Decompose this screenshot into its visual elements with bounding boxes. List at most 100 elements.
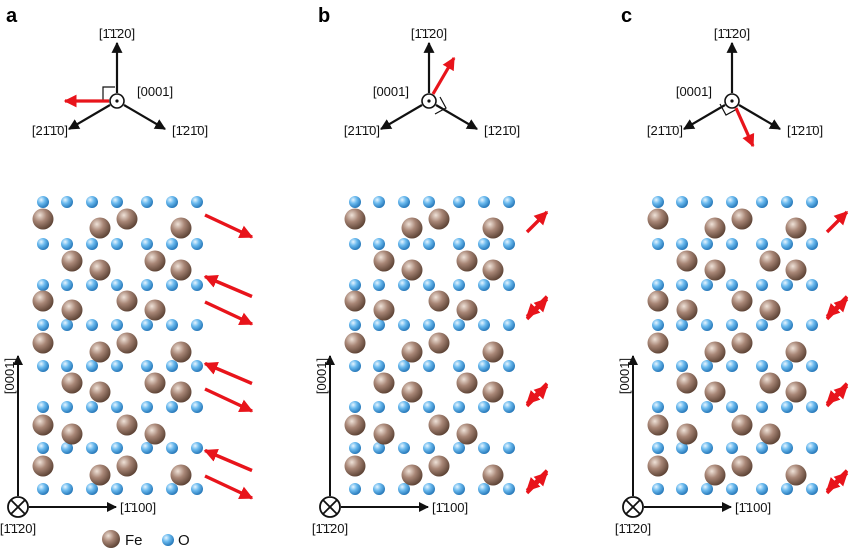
fe-atom — [428, 208, 450, 230]
o-atom — [423, 483, 435, 495]
o-atom — [701, 319, 713, 331]
o-atom — [349, 319, 361, 331]
fe-atom — [61, 250, 83, 272]
o-atom — [423, 360, 435, 372]
o-atom — [349, 401, 361, 413]
dir-label-top: [1̄1̄20] — [714, 26, 750, 41]
o-atom — [781, 360, 793, 372]
o-atom — [111, 442, 123, 454]
fe-atom — [170, 381, 192, 403]
o-atom — [701, 401, 713, 413]
o-atom — [373, 483, 385, 495]
o-atom — [191, 483, 203, 495]
spin-arrow-right — [204, 387, 254, 413]
o-atom — [756, 196, 768, 208]
spin-direction-arrow — [734, 107, 755, 148]
o-atom — [453, 238, 465, 250]
o-atom — [166, 279, 178, 291]
o-atom — [676, 196, 688, 208]
fe-atom — [482, 381, 504, 403]
axis-arrow-right — [435, 104, 478, 130]
o-atom — [37, 483, 49, 495]
o-atom — [701, 483, 713, 495]
fe-atom — [647, 208, 669, 230]
axis-label-origin: [1̄1̄20] — [0, 521, 36, 536]
axis-label-vertical: [0001] — [617, 358, 632, 394]
fe-atom — [731, 332, 753, 354]
fe-atom — [647, 455, 669, 477]
o-atom — [61, 401, 73, 413]
right-angle-mark — [719, 103, 738, 116]
fe-atom — [116, 290, 138, 312]
o-atom — [166, 238, 178, 250]
o-atom — [781, 238, 793, 250]
o-atom — [676, 442, 688, 454]
direction-diagram: [1̄1̄20][21̄1̄0][1̄21̄0][0001] — [647, 26, 823, 148]
o-atom — [373, 238, 385, 250]
fe-atom — [344, 332, 366, 354]
o-atom — [756, 279, 768, 291]
panel-b: b[1̄1̄20][21̄1̄0][1̄21̄0][0001][1̄100][1… — [312, 5, 549, 536]
o-atom — [398, 360, 410, 372]
o-atom — [349, 238, 361, 250]
fe-atom — [482, 464, 504, 486]
o-atom — [349, 442, 361, 454]
o-atom — [398, 279, 410, 291]
o-atom — [86, 442, 98, 454]
o-atom — [478, 401, 490, 413]
o-atom — [373, 279, 385, 291]
o-atom — [37, 196, 49, 208]
fe-atom — [428, 455, 450, 477]
legend-o-atom — [162, 534, 174, 546]
fe-atom — [428, 332, 450, 354]
spin-arrow-up — [525, 471, 549, 495]
o-atom — [141, 319, 153, 331]
o-atom — [166, 483, 178, 495]
o-atom — [652, 196, 664, 208]
o-atom — [806, 360, 818, 372]
spin-arrow-up — [825, 384, 849, 408]
lattice-axes: [1̄100][1̄1̄20][0001] — [0, 355, 156, 536]
o-atom — [756, 483, 768, 495]
fe-atom — [785, 217, 807, 239]
o-atom — [166, 196, 178, 208]
fe-atom — [32, 332, 54, 354]
o-atom — [726, 196, 738, 208]
o-atom — [806, 196, 818, 208]
o-atom — [86, 196, 98, 208]
o-atom — [676, 238, 688, 250]
o-atom — [61, 238, 73, 250]
o-atom — [373, 319, 385, 331]
o-atom — [349, 483, 361, 495]
o-atom — [86, 401, 98, 413]
fe-atom — [401, 217, 423, 239]
o-atom — [398, 401, 410, 413]
o-atom — [191, 319, 203, 331]
o-atom — [423, 442, 435, 454]
panel-label: b — [318, 5, 330, 27]
o-atom — [652, 401, 664, 413]
axis-arrow-right — [738, 104, 781, 130]
dir-label-center: [0001] — [676, 84, 712, 99]
into-plane-cross — [322, 499, 338, 515]
dir-label-top: [1̄1̄20] — [411, 26, 447, 41]
fe-atom — [344, 414, 366, 436]
fe-atom — [116, 332, 138, 354]
into-plane-cross — [10, 499, 26, 515]
dir-label-left: [21̄1̄0] — [32, 123, 68, 138]
o-atom — [652, 442, 664, 454]
fe-atom — [32, 455, 54, 477]
fe-atom — [704, 217, 726, 239]
o-atom — [373, 196, 385, 208]
fe-atom — [61, 299, 83, 321]
o-atom — [61, 279, 73, 291]
o-atom — [453, 401, 465, 413]
o-atom — [781, 196, 793, 208]
o-atom — [398, 319, 410, 331]
dir-label-center: [0001] — [137, 84, 173, 99]
o-atom — [503, 279, 515, 291]
fe-atom — [676, 299, 698, 321]
o-atom — [111, 401, 123, 413]
fe-atom — [116, 414, 138, 436]
